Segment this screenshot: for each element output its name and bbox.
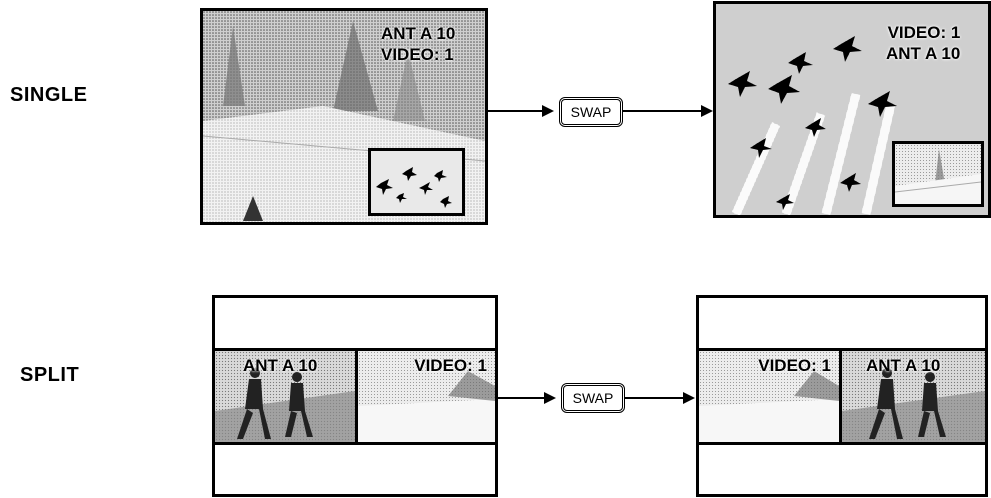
split-left-pane: VIDEO: 1 <box>699 351 839 442</box>
single-before-screen: ANT A 10 VIDEO: 1 <box>200 8 488 225</box>
split-band: ANT A 10 VIDEO: 1 <box>215 348 495 445</box>
row-label-single: SINGLE <box>10 84 88 106</box>
split-after-screen: VIDEO: 1 ANT A 10 <box>696 295 988 497</box>
overlay-ant-label: ANT A 10 <box>243 356 318 375</box>
split-divider <box>355 351 358 442</box>
swap-button-label: SWAP <box>572 390 614 406</box>
split-band: VIDEO: 1 ANT A 10 <box>699 348 985 445</box>
swap-button[interactable]: SWAP <box>559 97 623 127</box>
jets-scene-image <box>728 36 897 215</box>
overlay-video-label: VIDEO: 1 <box>381 45 454 64</box>
overlay-ant-label: ANT A 10 <box>866 356 941 375</box>
overlay-video-label: VIDEO: 1 <box>887 23 961 42</box>
connector-line <box>625 397 683 399</box>
arrow-right-icon <box>542 105 554 117</box>
connector-line <box>623 110 701 112</box>
swap-button[interactable]: SWAP <box>561 383 625 413</box>
connector-line <box>488 110 542 112</box>
hikers-scene-image <box>842 368 985 442</box>
arrow-right-icon <box>544 392 556 404</box>
arrow-right-icon <box>683 392 695 404</box>
split-before-screen: ANT A 10 VIDEO: 1 <box>212 295 498 497</box>
swap-button-label: SWAP <box>570 104 612 120</box>
split-left-pane: ANT A 10 <box>215 351 355 442</box>
overlay-video-label: VIDEO: 1 <box>414 356 487 375</box>
pip-window <box>368 148 465 216</box>
overlay-ant-label: ANT A 10 <box>381 24 456 43</box>
row-label-split: SPLIT <box>20 364 80 386</box>
overlay-video-label: VIDEO: 1 <box>758 356 831 375</box>
split-divider <box>839 351 842 442</box>
overlay-ant-label: ANT A 10 <box>886 44 961 63</box>
single-after-screen: VIDEO: 1 ANT A 10 <box>713 1 991 218</box>
winter-scene-image <box>203 11 485 222</box>
arrow-right-icon <box>701 105 713 117</box>
hikers-scene-image <box>215 368 355 442</box>
split-right-pane: VIDEO: 1 <box>358 351 495 442</box>
connector-line <box>498 397 544 399</box>
pip-window <box>892 141 984 207</box>
split-right-pane: ANT A 10 <box>842 351 985 442</box>
